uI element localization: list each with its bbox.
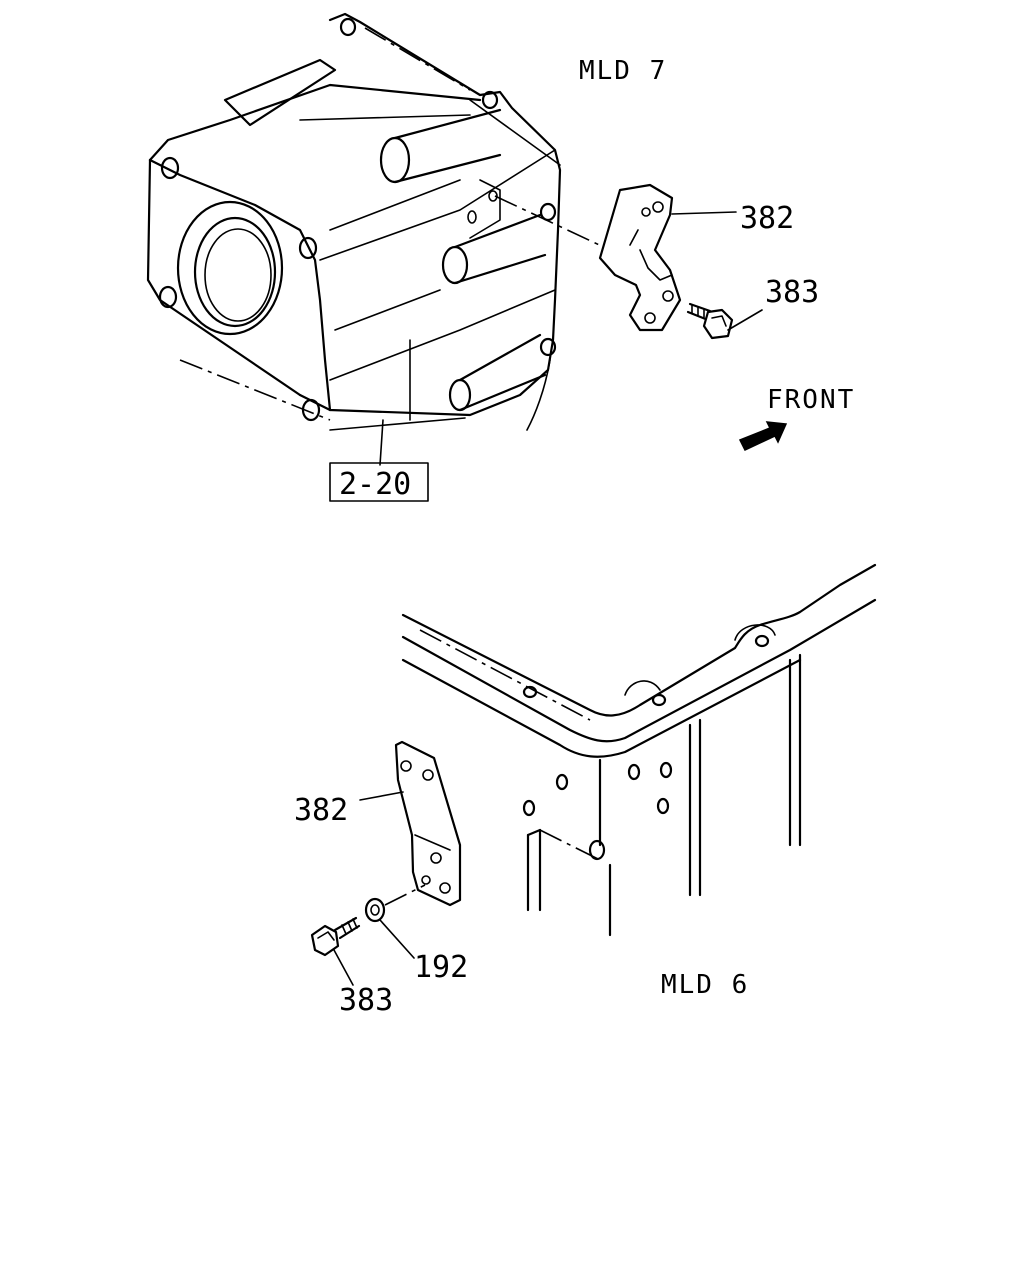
bolt-upper [686, 302, 734, 340]
front-label: FRONT [767, 385, 855, 415]
washer [364, 897, 386, 923]
assembly-line-lower [384, 884, 426, 906]
leader-382-upper [671, 211, 737, 215]
assembly-line-upper [494, 195, 611, 251]
leader-383-upper [727, 309, 763, 331]
callout-383-upper: 383 [765, 275, 819, 310]
leader-192 [379, 919, 415, 959]
leader-2-20 [379, 419, 384, 466]
model-label-mld7: MLD 7 [579, 56, 667, 86]
reference-box [329, 462, 429, 502]
bolt-lower [310, 916, 361, 957]
leader-383-lower [333, 949, 354, 986]
callout-382-lower: 382 [294, 793, 348, 828]
front-arrow-icon [738, 421, 788, 451]
bracket-upper [598, 183, 682, 332]
leader-382-lower [359, 791, 404, 801]
callout-382-upper: 382 [740, 201, 794, 236]
transmission-housing [146, 12, 562, 431]
callout-192: 192 [414, 950, 468, 985]
bracket-lower [394, 740, 462, 907]
callout-2-20: 2-20 [339, 467, 411, 502]
oil-pan-frame [401, 563, 877, 937]
model-label-mld6: MLD 6 [661, 970, 749, 1000]
callout-383-lower: 383 [339, 983, 393, 1018]
